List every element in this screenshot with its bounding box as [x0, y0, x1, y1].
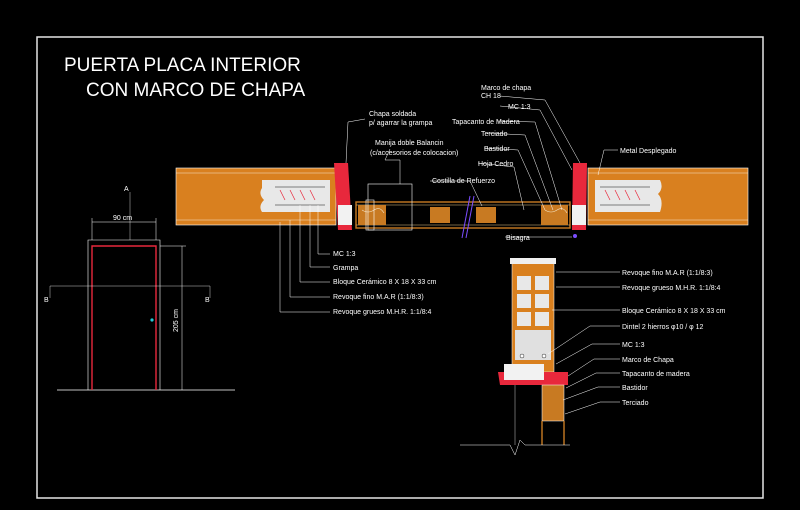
lbl-bisagra: Bisagra: [506, 235, 530, 242]
mark-a: A: [124, 186, 129, 193]
lbl-mc13-top: MC 1:3: [508, 104, 531, 111]
sec-lbl-mc13: MC 1:3: [622, 342, 645, 349]
hinge-mark: [573, 234, 577, 238]
elevation-frame: [91, 245, 157, 390]
section-bricks: [517, 276, 549, 326]
sec-lbl-bloque: Bloque Cerámico 8 X 18 X 33 cm: [622, 308, 726, 315]
lbl-mc13: MC 1:3: [333, 251, 356, 258]
lbl-tapacanto: Tapacanto de Madera: [452, 119, 520, 126]
lbl-revoque-grueso: Revoque grueso M.H.R. 1:1/8:4: [333, 309, 432, 316]
lbl-revoque-fino: Revoque fino M.A.R (1:1/8:3): [333, 294, 424, 301]
costilla-1: [430, 207, 450, 223]
sec-lbl-revoque-fino: Revoque fino M.A.R (1:1/8:3): [622, 270, 713, 277]
costilla-2: [476, 207, 496, 223]
sec-lbl-dintel: Dintel 2 hierros φ10 / φ 12: [622, 324, 704, 331]
lbl-metal-desplegado: Metal Desplegado: [620, 148, 677, 155]
dim-height: 205 cm: [173, 309, 180, 332]
lbl-ch18: CH 18: [481, 93, 501, 100]
section-top-cap: [510, 258, 556, 264]
mark-b-left: B: [44, 297, 49, 304]
lbl-terciado: Terciado: [481, 131, 508, 138]
sec-lbl-terciado: Terciado: [622, 400, 649, 407]
lbl-grampa: Grampa: [333, 265, 358, 272]
dim-width: 90 cm: [113, 215, 132, 222]
mark-b-right: B: [205, 297, 210, 304]
lbl-chapa-soldada: Chapa soldada: [369, 111, 416, 118]
elevation-view: 90 cm A B B 205 cm: [44, 186, 235, 391]
sec-lbl-bastidor: Bastidor: [622, 385, 648, 392]
bastidor-left: [358, 205, 386, 225]
plan-view: Marco de chapa CH 18 MC 1:3 Tapacanto de…: [175, 85, 749, 316]
left-block-void: [260, 180, 330, 212]
lbl-p-agarrar: p/ agarrar la grampa: [369, 120, 433, 127]
knob: [150, 318, 154, 322]
sheet-border: [36, 36, 764, 499]
section-view: Revoque fino M.A.R (1:1/8:3) Revoque gru…: [460, 258, 726, 456]
lbl-bloque: Bloque Cerámico 8 X 18 X 33 cm: [333, 279, 437, 286]
title-line-2: CON MARCO DE CHAPA: [86, 80, 306, 101]
door-leaf: [355, 201, 571, 229]
bastidor-right: [541, 205, 568, 225]
section-leaders: [547, 271, 620, 415]
title-line-1: PUERTA PLACA INTERIOR: [64, 55, 301, 76]
lbl-bastidor: Bastidor: [484, 146, 510, 153]
sec-lbl-tapacanto: Tapacanto de madera: [622, 371, 690, 378]
lbl-costilla: Costilla de Refuerzo: [432, 178, 495, 185]
lbl-accesorios: (c/accesorios de colocacion): [370, 150, 458, 157]
lbl-hoja-cedro: Hoja Cedro: [478, 161, 514, 168]
section-leaf: [541, 384, 565, 422]
handle: [367, 183, 413, 231]
sec-lbl-marco-chapa: Marco de Chapa: [622, 357, 674, 364]
lbl-manija: Manija doble Balancin: [375, 140, 444, 147]
plan-leaders: [279, 95, 618, 313]
lbl-marco-chapa: Marco de chapa: [481, 85, 531, 92]
sec-lbl-revoque-grueso: Revoque grueso M.H.R. 1:1/8:4: [622, 285, 721, 292]
